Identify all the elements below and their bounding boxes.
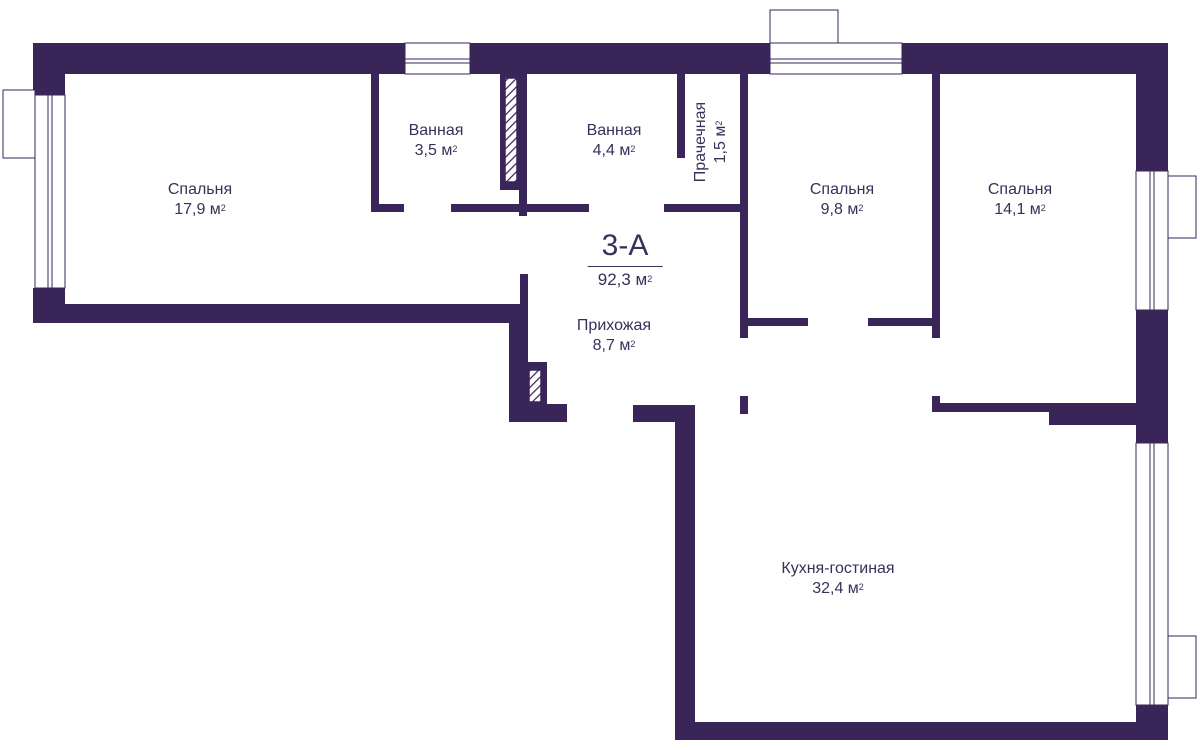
- room-bedroom-2: Спальня 9,8 м2: [810, 180, 874, 220]
- room-area: 4,4 м2: [592, 142, 636, 159]
- wall-kitchen-top-stub: [740, 396, 748, 414]
- room-hallway: Прихожая 8,7 м2: [577, 316, 651, 356]
- wall-bath-divider: [519, 74, 527, 216]
- wall-laundry-left: [677, 74, 685, 158]
- walls: [33, 43, 1168, 740]
- room-name: Спальня: [809, 181, 875, 198]
- room-area: 14,1 м2: [994, 201, 1046, 218]
- wall-kitchen-top-right-stub: [932, 396, 940, 412]
- apartment-total-area: 92,3 м2: [597, 270, 653, 289]
- apartment-name: 3-А: [587, 228, 663, 267]
- wall-bedroom2-bottom-right: [868, 318, 940, 326]
- wall-laundry-bottom: [664, 204, 748, 212]
- wall-kitchen-top-right-thick: [1049, 403, 1168, 425]
- window-top-bath: [404, 42, 471, 75]
- window-left: [2, 89, 66, 289]
- room-kitchen-living: Кухня-гостиная 32,4 м2: [781, 559, 894, 599]
- wall-top-left: [33, 43, 405, 74]
- room-area: 17,9 м2: [174, 201, 226, 218]
- room-bedroom-1: Спальня 17,9 м2: [168, 180, 232, 220]
- wall-bedroom2-bottom-left: [740, 318, 808, 326]
- window-right-bedroom: [1135, 170, 1197, 311]
- wall-kitchen-left: [675, 405, 695, 740]
- wall-hall-left: [509, 304, 528, 422]
- apartment-title: 3-А 92,3 м2: [587, 228, 663, 293]
- ventilation-shaft-1: [504, 77, 518, 183]
- room-name: Кухня-гостиная: [781, 560, 895, 577]
- wall-bedroom2-left: [740, 74, 748, 338]
- window-right-kitchen: [1135, 442, 1197, 706]
- wall-hall-bottom-left: [509, 404, 567, 422]
- ventilation-shaft-2: [528, 369, 542, 403]
- wall-left-upper: [33, 43, 65, 95]
- room-area: 1,5 м2: [712, 120, 729, 164]
- wall-bath1-bottom-left: [371, 204, 404, 212]
- room-name: Ванная: [586, 122, 642, 139]
- room-name: Ванная: [408, 122, 464, 139]
- room-name: Прихожая: [576, 317, 652, 334]
- room-bedroom-3: Спальня 14,1 м2: [988, 180, 1052, 220]
- wall-bath1-left: [371, 74, 379, 212]
- room-name: Спальня: [167, 181, 233, 198]
- room-bathroom-2: Ванная 4,4 м2: [587, 121, 642, 161]
- wall-top-middle: [470, 43, 770, 74]
- room-name: Прачечная: [692, 101, 709, 183]
- windows: [2, 9, 1197, 706]
- wall-kitchen-bottom: [675, 722, 1168, 740]
- room-area: 8,7 м2: [592, 337, 636, 354]
- room-area: 3,5 м2: [414, 142, 458, 159]
- room-name: Спальня: [987, 181, 1053, 198]
- wall-right-upper: [1136, 43, 1168, 171]
- wall-left-bedroom-bottom: [33, 304, 528, 323]
- room-laundry: Прачечная 1,5 м2: [691, 102, 731, 182]
- wall-kitchen-top-left: [633, 405, 695, 422]
- wall-hall-stub: [520, 274, 528, 314]
- wall-bedroom2-right: [932, 74, 940, 338]
- wall-top-right: [902, 43, 1168, 74]
- room-area: 9,8 м2: [820, 201, 864, 218]
- room-area: 32,4 м2: [812, 580, 864, 597]
- room-bathroom-1: Ванная 3,5 м2: [409, 121, 464, 161]
- window-top-bedroom: [769, 9, 903, 75]
